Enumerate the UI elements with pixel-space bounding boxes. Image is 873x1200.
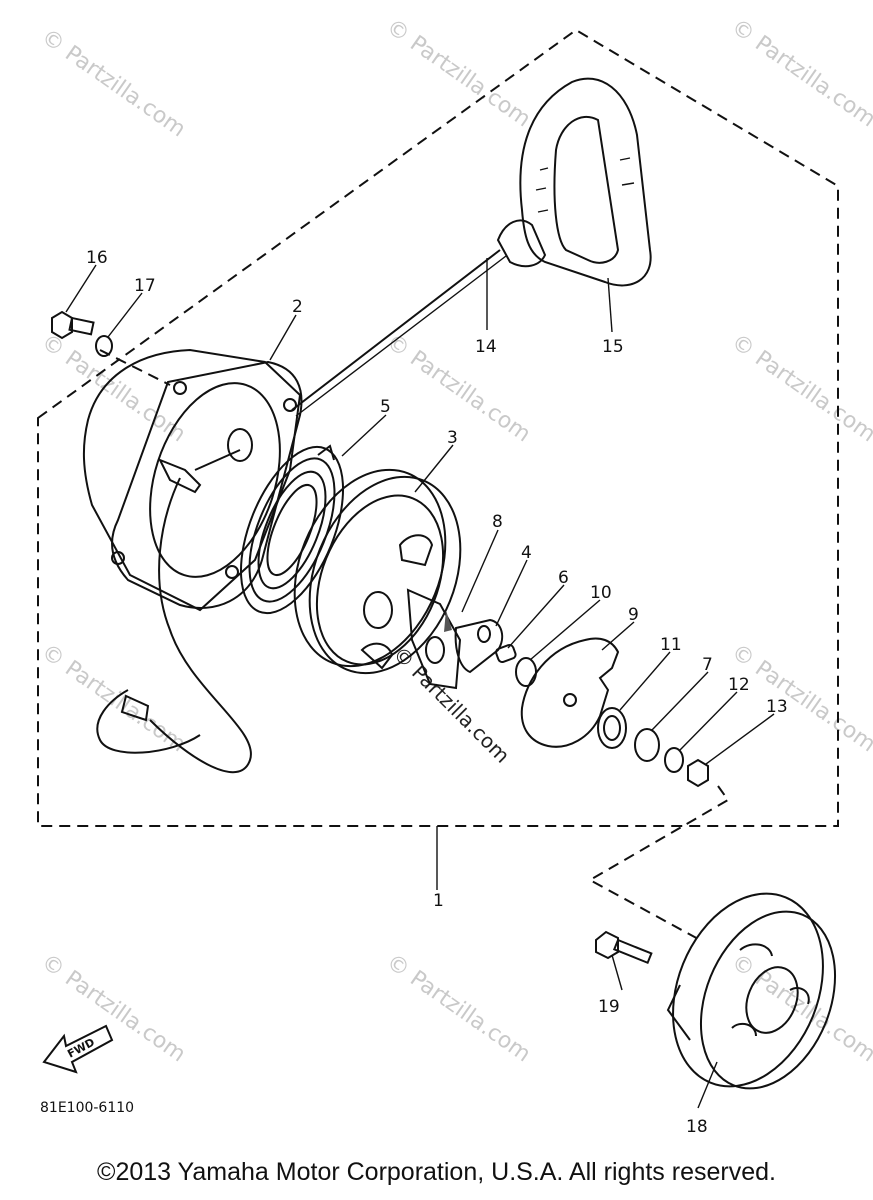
part-label-1: 1 — [433, 891, 444, 911]
friction-spring — [597, 707, 627, 749]
washer-10 — [515, 657, 537, 687]
part-label-2: 2 — [292, 297, 303, 317]
ratchet-guide — [454, 618, 504, 674]
washer-12 — [664, 747, 684, 773]
part-label-16: 16 — [86, 248, 108, 268]
starter-cable — [149, 477, 252, 774]
starter-housing — [82, 348, 303, 612]
watermark: © Partzilla.com — [727, 329, 873, 447]
watermark: © Partzilla.com — [382, 14, 535, 132]
washer-7 — [634, 728, 660, 762]
diagram-code: 81E100-6110 — [40, 1100, 134, 1116]
part-label-11: 11 — [660, 635, 682, 655]
part-label-6: 6 — [558, 568, 569, 588]
pawl-spring — [495, 643, 517, 664]
watermark: © Partzilla.com — [727, 14, 873, 132]
assembly-outline — [37, 28, 839, 827]
part-label-5: 5 — [380, 397, 391, 417]
part-label-4: 4 — [521, 543, 532, 563]
watermark: © Partzilla.com — [727, 639, 873, 757]
bolt-19 — [595, 930, 653, 965]
leader-lines — [65, 258, 775, 1109]
starter-handle — [496, 77, 652, 287]
watermark-center: © Partzilla.com — [388, 642, 514, 768]
watermark: © Partzilla.com — [382, 949, 535, 1067]
watermark: © Partzilla.com — [37, 949, 190, 1067]
friction-plate — [520, 637, 620, 748]
part-label-13: 13 — [766, 697, 788, 717]
part-label-7: 7 — [702, 655, 713, 675]
part-label-14: 14 — [475, 337, 497, 357]
connector-line — [587, 785, 730, 941]
washer-17 — [95, 335, 113, 357]
part-label-8: 8 — [492, 512, 503, 532]
part-label-9: 9 — [628, 605, 639, 625]
part-label-17: 17 — [134, 276, 156, 296]
watermark: © Partzilla.com — [727, 949, 873, 1067]
starter-rope — [291, 249, 501, 411]
watermark: © Partzilla.com — [37, 639, 190, 757]
watermark: © Partzilla.com — [37, 329, 190, 447]
part-label-3: 3 — [447, 428, 458, 448]
drive-pulley — [666, 892, 837, 1090]
nut-13 — [687, 758, 709, 788]
bolt-16 — [51, 310, 95, 340]
part-label-18: 18 — [686, 1117, 708, 1137]
copyright-notice: ©2013 Yamaha Motor Corporation, U.S.A. A… — [97, 1158, 776, 1186]
fwd-arrow-icon: FWD — [42, 1024, 114, 1074]
part-label-15: 15 — [602, 337, 624, 357]
watermark: © Partzilla.com — [37, 24, 190, 142]
part-label-12: 12 — [728, 675, 750, 695]
part-label-10: 10 — [590, 583, 612, 603]
part-label-19: 19 — [598, 997, 620, 1017]
watermark: © Partzilla.com — [382, 329, 535, 447]
part-labels: 16 17 2 14 15 5 3 8 4 6 10 9 11 7 12 13 … — [86, 248, 788, 1137]
pawl — [406, 588, 462, 690]
rope-reel — [293, 468, 462, 675]
